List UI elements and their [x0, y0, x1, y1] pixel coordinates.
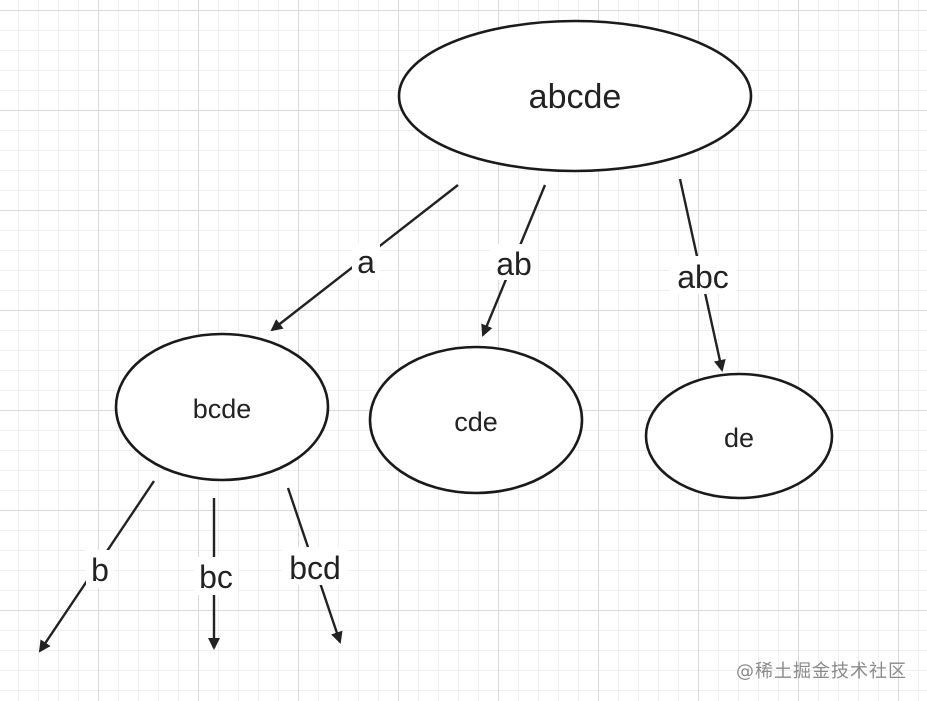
node-de-label: de — [724, 423, 754, 453]
node-cde: cde — [368, 345, 584, 495]
edge-label-bcd-group: bcd — [282, 547, 348, 586]
watermark-text: @稀土掘金技术社区 — [736, 661, 907, 682]
node-bcde-shape — [114, 332, 330, 482]
edge-label-b: b — [91, 552, 109, 588]
node-cde-shape — [368, 345, 584, 495]
edge-label-ab: ab — [496, 246, 532, 282]
node-cde-label: cde — [454, 407, 498, 437]
node-bcde: bcde — [114, 332, 330, 482]
edge-label-a: a — [357, 244, 375, 280]
edge-label-bc: bc — [199, 559, 233, 595]
edge-label-bc-group: bc — [194, 557, 238, 595]
edge-label-abc: abc — [677, 259, 729, 295]
node-abcde-label: abcde — [529, 78, 622, 116]
node-bcde-label: bcde — [193, 394, 252, 424]
edge-label-ab-group: ab — [490, 244, 538, 282]
edge-label-bcd: bcd — [289, 550, 341, 586]
node-abcde-shape — [397, 19, 753, 173]
edge-label-a-group: a — [352, 243, 380, 280]
node-de-shape — [644, 372, 834, 500]
edge-label-b-group: b — [86, 550, 114, 588]
node-de: de — [644, 372, 834, 500]
edge-label-abc-group: abc — [670, 256, 736, 295]
node-abcde: abcde — [397, 19, 753, 173]
